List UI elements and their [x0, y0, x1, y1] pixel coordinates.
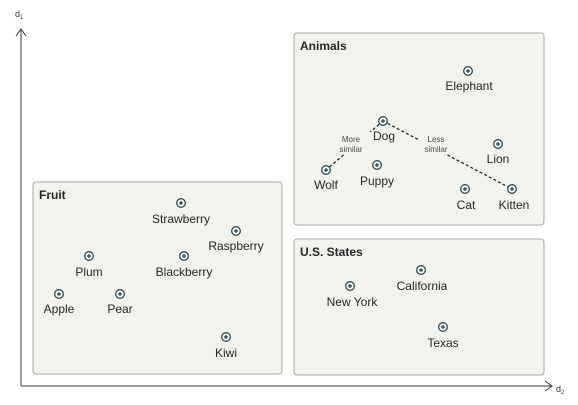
label-kiwi: Kiwi [215, 346, 237, 360]
y-axis-arrowhead [15, 28, 27, 37]
label-california: California [397, 279, 448, 293]
point-wolf: Wolf [314, 165, 339, 192]
point-lion: Lion [487, 139, 510, 166]
point-cat: Cat [457, 184, 476, 212]
less-similar-label-1: Less [428, 135, 445, 144]
point-california: California [397, 265, 448, 293]
animals-group: Animals More similar Less similar Elepha… [293, 32, 545, 226]
fruit-box [32, 181, 283, 375]
point-raspberry: Raspberry [208, 226, 264, 253]
less-similar-label-2: similar [424, 145, 447, 154]
fruit-group: Fruit Strawberry Raspberry Plum Blackber… [32, 181, 283, 375]
more-similar-label-1: More [342, 135, 361, 144]
label-plum: Plum [75, 265, 102, 279]
label-strawberry: Strawberry [152, 212, 210, 226]
label-blackberry: Blackberry [156, 265, 213, 279]
label-puppy: Puppy [360, 174, 394, 188]
label-texas: Texas [427, 336, 458, 350]
states-group: U.S. States New York California Texas [293, 238, 545, 376]
x-axis-arrowhead [544, 380, 553, 392]
point-plum: Plum [75, 251, 103, 279]
point-blackberry: Blackberry [156, 251, 213, 279]
less-similar-line [382, 120, 513, 190]
more-similar-label-2: similar [339, 145, 362, 154]
label-pear: Pear [107, 302, 132, 316]
point-kitten: Kitten [499, 184, 530, 212]
label-new-york: New York [327, 295, 379, 309]
label-kitten: Kitten [499, 198, 530, 212]
label-cat: Cat [457, 198, 476, 212]
point-apple: Apple [44, 289, 75, 316]
label-raspberry: Raspberry [208, 239, 263, 253]
label-dog: Dog [373, 129, 395, 143]
point-dog: Dog [373, 116, 395, 143]
x-axis-label: d2 [556, 384, 565, 396]
point-pear: Pear [107, 289, 133, 316]
point-strawberry: Strawberry [152, 198, 210, 226]
label-elephant: Elephant [445, 79, 493, 93]
point-puppy: Puppy [360, 160, 394, 188]
fruit-title: Fruit [39, 188, 66, 202]
animals-title: Animals [300, 39, 347, 53]
point-kiwi: Kiwi [215, 332, 237, 360]
y-axis-label: d1 [15, 9, 24, 21]
less-similar-bg [419, 132, 455, 154]
label-wolf: Wolf [314, 178, 338, 192]
states-title: U.S. States [300, 245, 363, 259]
label-lion: Lion [487, 152, 510, 166]
label-apple: Apple [44, 302, 75, 316]
states-box [293, 238, 545, 376]
point-elephant: Elephant [445, 66, 493, 93]
more-similar-bg [333, 132, 373, 154]
animals-box [293, 32, 545, 226]
point-texas: Texas [427, 322, 459, 350]
point-new-york: New York [327, 281, 379, 309]
